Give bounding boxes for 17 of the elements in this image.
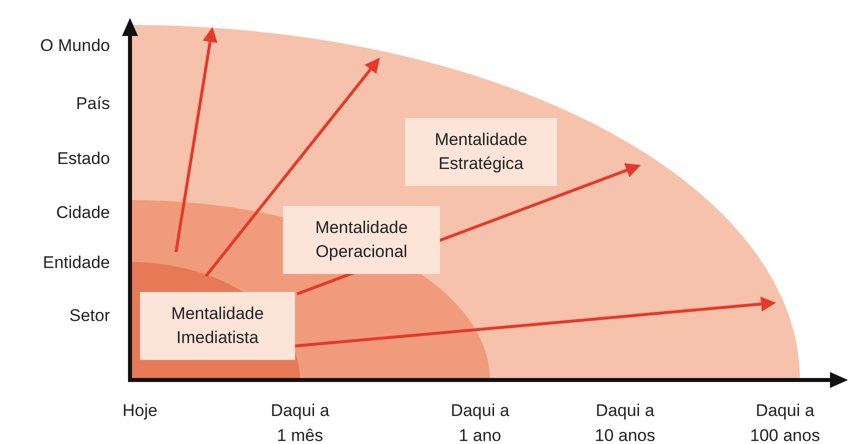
mindset-label-box: Mentalidade Operacional	[283, 206, 440, 274]
axis-label: Entidade	[42, 252, 110, 274]
axis-label: Cidade	[55, 202, 110, 224]
axis-label: Daqui a 1 mês	[270, 400, 330, 444]
axis-label: Hoje	[122, 400, 158, 422]
arrow	[174, 27, 218, 252]
axis-label: Setor	[68, 305, 110, 327]
axis-label: Daqui a 10 anos	[594, 400, 656, 444]
axis-label: Daqui a 1 ano	[450, 400, 510, 444]
axis-label: O Mundo	[39, 35, 110, 57]
axis-label: Daqui a 100 anos	[749, 400, 821, 444]
mindset-label-box: Mentalidade Estratégica	[405, 118, 557, 186]
axis-label: Estado	[56, 148, 110, 170]
axis-label: País	[74, 93, 110, 115]
arrow	[294, 296, 776, 348]
arrow	[204, 58, 380, 277]
mindset-label-box: Mentalidade Imediatista	[140, 292, 295, 360]
